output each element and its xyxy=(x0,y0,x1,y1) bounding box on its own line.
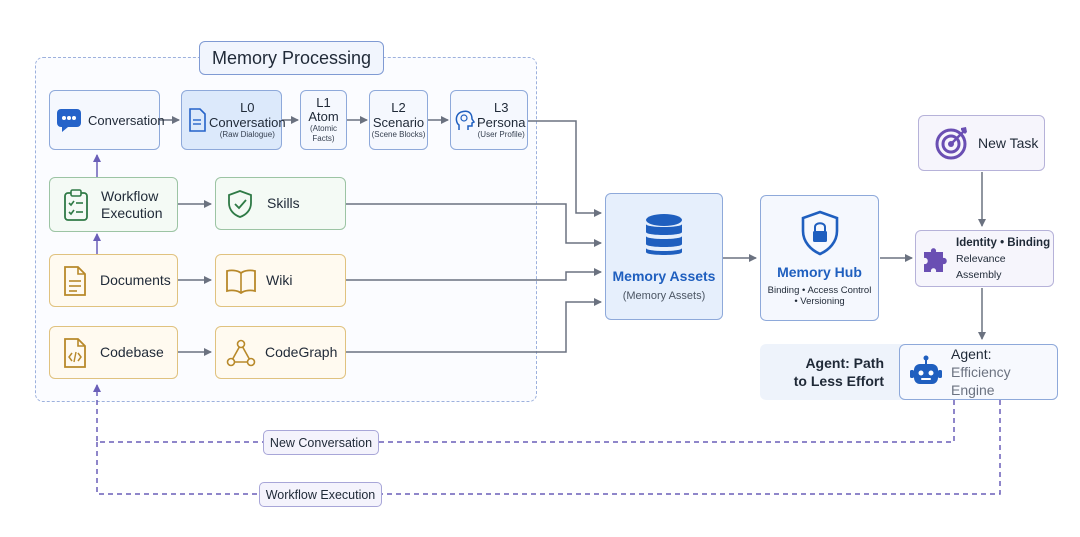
shield-lock-icon xyxy=(800,210,840,256)
chat-bubble-icon xyxy=(56,107,82,133)
codegraph-node: CodeGraph xyxy=(215,326,346,379)
puzzle-icon xyxy=(922,244,952,274)
codebase-node: Codebase xyxy=(49,326,178,379)
document-icon xyxy=(188,108,206,132)
documents-node: Documents xyxy=(49,254,178,307)
l3-name: Persona xyxy=(477,115,526,130)
wiki-node: Wiki xyxy=(215,254,346,307)
conversation-label: Conversation xyxy=(88,112,165,128)
agent-line-2: Efficiency Engine xyxy=(951,364,1011,398)
l0-conversation-node: L0 Conversation (Raw Dialogue) xyxy=(181,90,286,150)
documents-label: Documents xyxy=(100,272,171,288)
l1-name: Atom xyxy=(308,109,339,124)
l2-scenario-node: L2 Scenario (Scene Blocks) xyxy=(369,90,428,150)
memory-assets-node: Memory Assets (Memory Assets) xyxy=(605,193,723,320)
relevance-assembly-node: Identity • Binding Relevance Assembly xyxy=(915,230,1054,287)
wiki-label: Wiki xyxy=(266,272,293,288)
l3-note: (User Profile) xyxy=(477,130,525,139)
loop-new-conversation xyxy=(93,384,955,443)
l2-note: (Scene Blocks) xyxy=(371,130,426,139)
graph-triangle-icon xyxy=(226,339,256,367)
codebase-label: Codebase xyxy=(100,344,164,360)
memory-hub-line-1: Binding • Access Control xyxy=(767,284,872,296)
workflow-label-2: Execution xyxy=(101,204,163,221)
skills-node: Skills xyxy=(215,177,346,230)
agent-line-1: Agent: xyxy=(951,346,992,362)
l1-atom-node: L1 Atom (Atomic Facts) xyxy=(300,90,347,150)
memory-hub-node: Memory Hub Binding • Access Control • Ve… xyxy=(760,195,879,321)
workflow-execution-loop-label: Workflow Execution xyxy=(265,487,376,502)
open-book-icon xyxy=(225,268,257,294)
memory-hub-title: Memory Hub xyxy=(777,263,862,280)
arrow-skills-assets xyxy=(346,203,602,247)
file-text-icon xyxy=(63,265,87,296)
l1-level: L1 xyxy=(316,95,331,110)
l0-name: Conversation xyxy=(209,115,286,130)
code-file-icon xyxy=(63,337,87,368)
agent-path-line-2: to Less Effort xyxy=(793,373,884,389)
agent-node: Agent: Efficiency Engine xyxy=(899,344,1058,400)
l1-note-2: Facts) xyxy=(312,134,335,143)
assembly-line-1: Identity • Binding xyxy=(956,236,1051,249)
memory-processing-title: Memory Processing xyxy=(199,41,384,75)
agent-path-line-1: Agent: Path xyxy=(805,355,884,371)
l1-note-1: (Atomic xyxy=(309,124,338,133)
l0-note: (Raw Dialogue) xyxy=(219,130,275,139)
robot-icon xyxy=(909,355,943,389)
workflow-label-1: Workflow xyxy=(101,187,159,204)
l3-level: L3 xyxy=(493,100,509,115)
new-conversation-label: New Conversation xyxy=(269,435,373,450)
memory-assets-subtitle: (Memory Assets) xyxy=(622,289,706,302)
new-conversation-pill: New Conversation xyxy=(263,430,379,455)
memory-assets-title: Memory Assets xyxy=(612,267,716,284)
workflow-execution-pill: Workflow Execution xyxy=(259,482,382,507)
l2-name: Scenario xyxy=(372,115,425,130)
new-task-label: New Task xyxy=(978,134,1039,151)
database-icon xyxy=(644,212,684,258)
skills-label: Skills xyxy=(267,195,300,211)
l3-persona-node: L3 Persona (User Profile) xyxy=(450,90,528,150)
new-task-node: New Task xyxy=(918,115,1045,171)
arrow-codegraph-assets xyxy=(346,298,602,353)
memory-hub-line-2: • Versioning xyxy=(794,295,845,307)
assembly-line-2: Relevance Assembly xyxy=(956,252,1006,281)
shield-check-icon xyxy=(226,189,254,219)
target-icon xyxy=(935,126,969,160)
l0-level: L0 xyxy=(240,100,255,115)
clipboard-check-icon xyxy=(63,188,89,221)
agent-path-label: Agent: Path to Less Effort xyxy=(760,344,884,400)
workflow-execution-node: Workflow Execution xyxy=(49,177,178,232)
loop-workflow-execution xyxy=(96,400,1001,495)
arrow-wiki-assets xyxy=(346,268,602,281)
l2-level: L2 xyxy=(391,100,406,115)
head-brain-icon xyxy=(455,109,475,131)
arrow-l3-assets xyxy=(528,120,602,217)
codegraph-label: CodeGraph xyxy=(265,344,338,360)
conversation-node: Conversation xyxy=(49,90,165,150)
